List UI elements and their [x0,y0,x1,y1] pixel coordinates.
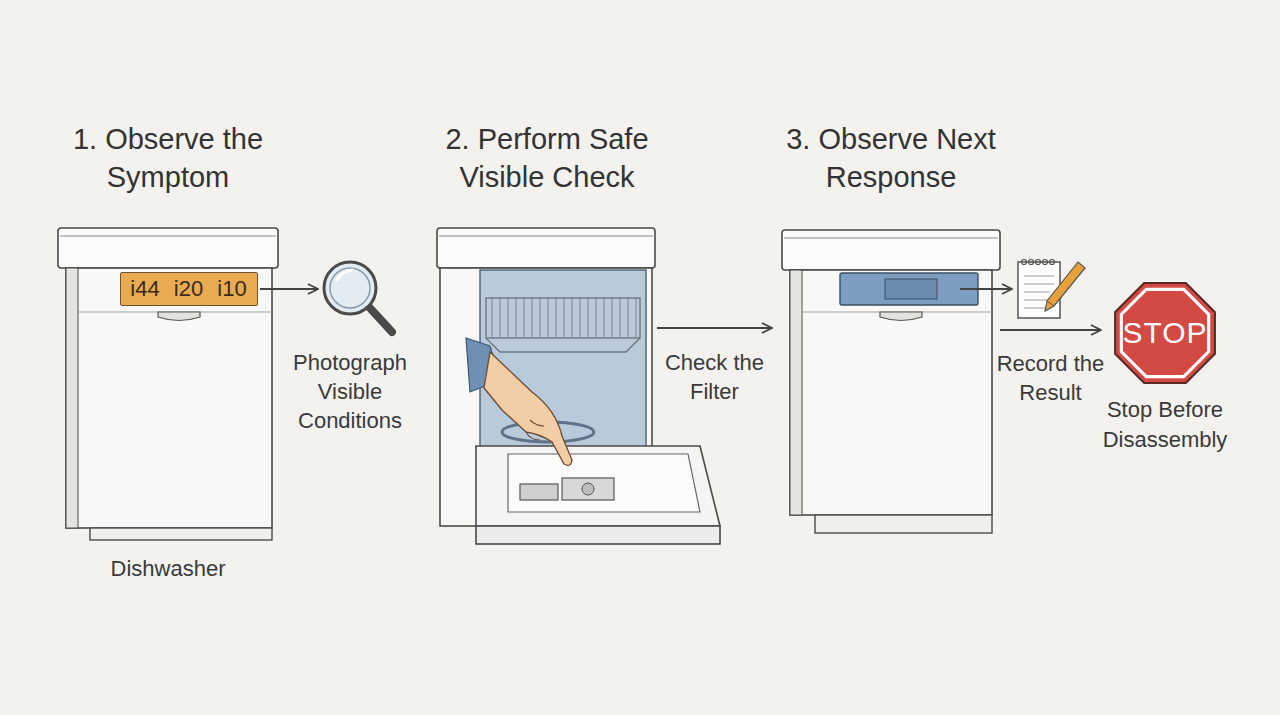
leader-arrow [260,288,318,290]
dishwasher-open [437,228,720,544]
counter-top [782,230,1000,270]
magnifier-lens [330,268,370,308]
magnifier-icon [324,262,392,332]
pencil [1045,262,1085,311]
display-window [885,279,937,299]
step-heading: 3. Observe Next Response [761,120,1021,196]
door-handle [158,312,200,321]
edge-label: Check the Filter [659,348,771,406]
step-dishwasher: 2. Perform Safe Visible Check [437,228,657,545]
counter-edge [60,236,276,237]
step-heading: 1. Observe the Symptom [38,120,298,196]
finger-lines [526,420,544,440]
appliance-body [66,268,272,528]
open-door [476,446,720,526]
magnifier-handle [369,307,392,332]
counter-edge [784,238,998,239]
notepad-lines [1024,276,1054,308]
error-code: i44 i20 i10 [121,273,256,304]
magnifier-rim [324,262,376,314]
stop-sign: STOPStop Before Disassembly [1113,281,1217,385]
photo-note: Photograph Visible Conditions [285,348,415,435]
spiral-ring [1043,260,1048,265]
door-edge [476,526,720,544]
counter-top [437,228,655,268]
notepad-sheet [1018,262,1060,318]
upper-rack [486,298,640,338]
rinse-aid-cap [562,478,614,500]
cap-knob [582,483,594,495]
leader-arrow [960,288,1012,290]
side-shade [66,268,78,528]
spiral-ring [1029,260,1034,265]
door-panel [508,454,700,512]
dishwasher-closed [782,230,1000,533]
tub-interior [480,270,646,450]
kick-plate [90,528,272,540]
stop-sign-text: STOP [1113,281,1217,385]
error-display: i44 i20 i10 [120,272,258,306]
flow-arrow [657,327,772,329]
dishwasher-closed [58,228,278,540]
lens-highlight [337,270,352,280]
status-display [840,273,978,305]
step-dishwasher: 1. Observe the SymptomDishwasheri44 i20 … [58,228,278,540]
detergent-cup [520,484,558,500]
pencil-tip [1047,301,1054,306]
edge-label: Record the Result [992,349,1110,407]
door-handle [880,312,922,321]
spiral-ring [1036,260,1041,265]
rack-base [486,338,640,352]
step-heading: 2. Perform Safe Visible Check [417,120,677,196]
counter-edge [439,236,653,237]
kick-plate [815,515,992,533]
spiral-ring [1050,260,1055,265]
spiral-ring [1022,260,1027,265]
notepad-icon [1018,260,1085,319]
side-shade [790,270,802,515]
flow-arrow [1000,329,1101,331]
step-dishwasher: 3. Observe Next Response [782,230,1000,535]
stop-note: Stop Before Disassembly [1090,395,1240,455]
appliance-body [790,270,992,515]
appliance-caption: Dishwasher [48,554,288,583]
pointing-hand [484,352,572,465]
counter-top [58,228,278,268]
